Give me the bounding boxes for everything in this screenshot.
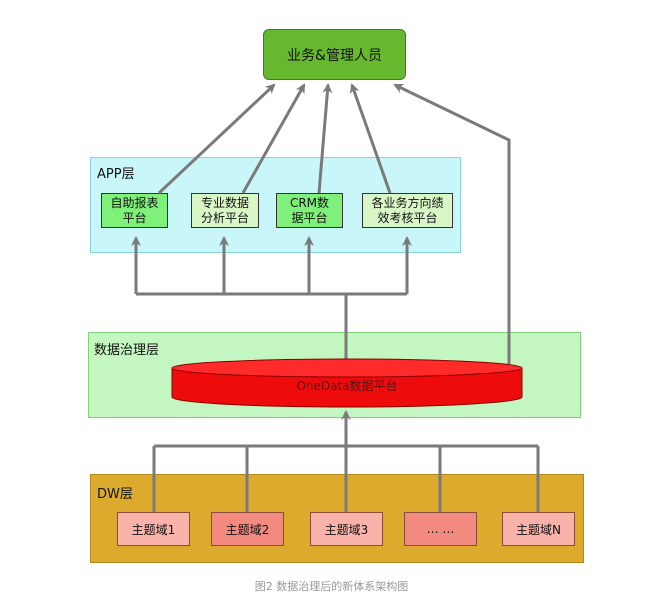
arrow-crm-to-users xyxy=(317,83,333,194)
dw-box-ellipsis: … … xyxy=(404,512,477,546)
app-box-line: 自助报表 xyxy=(110,195,159,210)
dw-box-label: 主题域N xyxy=(516,522,561,537)
governance-layer-label: 数据治理层 xyxy=(94,343,160,358)
app-box-line: 专业数据 xyxy=(200,195,249,210)
dw-box-topic-domain-3: 主题域3 xyxy=(310,512,383,546)
dw-box-label: 主题域2 xyxy=(225,522,270,537)
app-box-line: 分析平台 xyxy=(200,210,249,225)
app-box-data-analysis: 专业数据分析平台 xyxy=(191,193,259,228)
dw-box-label: 主题域3 xyxy=(324,522,369,537)
onedata-platform-cylinder: OneData数据平台 xyxy=(171,358,523,408)
dw-layer-label: DW层 xyxy=(97,487,133,502)
arrow-onedata-to-users xyxy=(393,83,511,365)
arrow-performance-to-users xyxy=(349,83,392,194)
app-box-line: 效考核平台 xyxy=(377,210,438,225)
dw-box-topic-domain-2: 主题域2 xyxy=(211,512,284,546)
app-box-self-service-report: 自助报表平台 xyxy=(101,193,168,228)
app-box-crm: CRM数据平台 xyxy=(276,193,343,228)
dw-box-label: … … xyxy=(426,522,455,536)
arrow-analysis-to-users xyxy=(241,83,306,194)
app-box-line: 平台 xyxy=(122,210,147,225)
app-layer-label: APP层 xyxy=(97,167,135,182)
figure-caption: 图2 数据治理后的新体系架构图 xyxy=(254,580,409,593)
dw-box-topic-domain-n: 主题域N xyxy=(502,512,575,546)
business-management-users-node: 业务&管理人员 xyxy=(263,29,406,80)
app-box-line: 据平台 xyxy=(291,210,328,225)
app-box-performance-assessment: 各业务方向绩效考核平台 xyxy=(362,193,453,228)
app-box-line: 各业务方向绩 xyxy=(371,195,444,210)
arrow-report-to-users xyxy=(157,83,276,195)
onedata-platform-label: OneData数据平台 xyxy=(296,378,397,393)
app-box-line: CRM数 xyxy=(289,195,330,210)
dw-box-label: 主题域1 xyxy=(131,522,176,537)
dw-box-topic-domain-1: 主题域1 xyxy=(117,512,190,546)
business-management-users-label: 业务&管理人员 xyxy=(287,47,382,64)
